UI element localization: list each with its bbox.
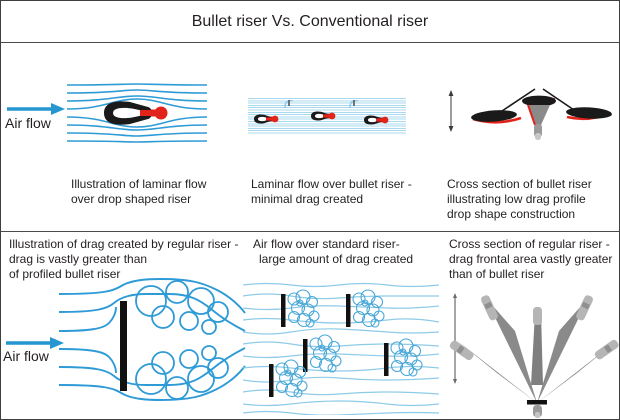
bullet-riser-small xyxy=(311,111,336,121)
caption-standard-drag: Air flow over standard riser- large amou… xyxy=(253,237,414,266)
streamlines xyxy=(58,278,246,401)
caption-regular-cross-section: Cross section of regular riser - drag fr… xyxy=(449,237,613,281)
vortex-circles xyxy=(135,280,229,400)
bullet-cross-section-illustration xyxy=(448,88,612,140)
caption-regular-drag: Illustration of drag created by regular … xyxy=(9,237,239,281)
tip-bands xyxy=(456,301,612,354)
regular-riser-fan xyxy=(449,295,619,418)
airflow-label-top: Air flow xyxy=(5,115,51,131)
caption-bullet-cross-section: Cross section of bullet riser illustrati… xyxy=(447,177,592,221)
regular-drag-illustration xyxy=(58,278,246,401)
measure-arrow-icon xyxy=(453,293,457,384)
red-tail-dot xyxy=(154,106,168,120)
small-riser-ripple-icon xyxy=(349,99,359,109)
measure-arrow-icon xyxy=(448,90,454,132)
section-divider xyxy=(1,231,619,232)
center-pod xyxy=(522,95,556,107)
base-bar xyxy=(527,400,547,405)
airflow-arrow-icon xyxy=(7,103,65,115)
laminar-drop-illustration xyxy=(67,83,207,143)
regular-riser-bar xyxy=(120,301,127,391)
airflow-label-bottom: Air flow xyxy=(3,348,49,364)
streamlines xyxy=(67,83,207,143)
suspension-lines xyxy=(498,88,575,114)
standard-drag-illustration xyxy=(243,282,439,415)
small-riser-ripple-icon xyxy=(284,99,294,109)
drop-riser-shape xyxy=(104,101,168,125)
bullet-riser-small xyxy=(364,115,389,125)
right-pod xyxy=(566,107,612,119)
page-title: Bullet riser Vs. Conventional riser xyxy=(191,13,429,30)
center-blade xyxy=(531,313,543,385)
standard-riser-bars xyxy=(269,294,389,397)
airflow-arrow-icon xyxy=(6,337,64,349)
left-pod xyxy=(471,110,517,122)
title-divider xyxy=(1,42,619,43)
regular-cross-section-illustration xyxy=(449,293,619,418)
caption-laminar-bullet: Laminar flow over bullet riser - minimal… xyxy=(251,177,412,206)
caption-laminar-drop: Illustration of laminar flow over drop s… xyxy=(71,177,207,206)
bullet-riser-small xyxy=(254,114,279,124)
